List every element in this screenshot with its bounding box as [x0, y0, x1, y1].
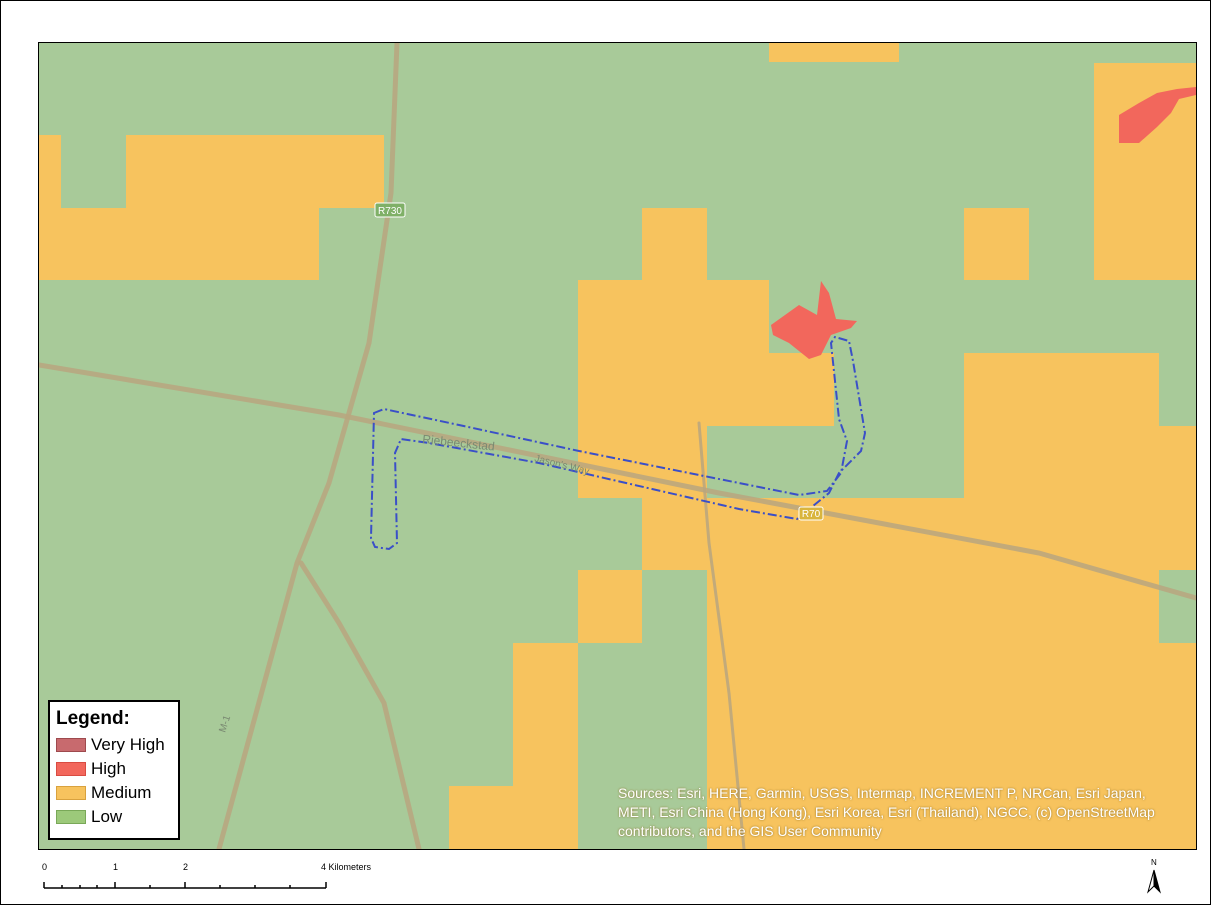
high-risk-areas: [771, 87, 1196, 359]
legend-label-very-high: Very High: [91, 735, 165, 754]
scale-bar-graphic: [43, 882, 327, 889]
medium-zone-north-strip: [769, 43, 899, 62]
scale-tick-1: 1: [113, 862, 119, 872]
road-north-south-east: [697, 421, 746, 849]
map-legend: Legend: Very High High Medium Low: [48, 700, 180, 840]
north-arrow-icon: [1147, 869, 1161, 894]
legend-item-medium: Medium: [56, 781, 178, 805]
medium-zone-east: [449, 63, 1196, 849]
legend-label-low: Low: [91, 807, 123, 826]
road-label-m1: M-1: [217, 714, 233, 734]
north-arrow: N: [1146, 858, 1166, 898]
high-zone-center: [771, 281, 857, 359]
r70-label: R70: [802, 509, 821, 520]
legend-item-high: High: [56, 757, 178, 781]
scale-bar: 0 1 2 4 Kilometers: [40, 862, 380, 902]
legend-swatch-medium: [56, 786, 86, 800]
road-r70: [39, 362, 1196, 601]
scale-tick-0: 0: [42, 862, 48, 872]
map-canvas: R730 R70 Riebeeckstad Jason's Way M-1: [39, 43, 1196, 849]
scale-tick-4: 4 Kilometers: [321, 862, 372, 872]
medium-zone-south: [707, 498, 1097, 713]
medium-zone-northwest: [39, 135, 384, 280]
r730-shield: [374, 202, 406, 218]
r730-label: R730: [378, 206, 402, 217]
legend-label-high: High: [91, 759, 126, 778]
legend-swatch-high: [56, 762, 86, 776]
high-zone-northeast: [1119, 87, 1196, 143]
legend-label-medium: Medium: [91, 783, 152, 802]
medium-zone-southeast: [769, 713, 1029, 849]
map-view[interactable]: R730 R70 Riebeeckstad Jason's Way M-1 So…: [38, 42, 1197, 850]
map-attribution: Sources: Esri, HERE, Garmin, USGS, Inter…: [618, 785, 1155, 839]
road-network: [39, 43, 1196, 849]
r70-shield: [798, 506, 824, 521]
legend-swatch-very-high: [56, 738, 86, 752]
legend-title: Legend:: [56, 708, 130, 729]
north-label: N: [1151, 858, 1157, 867]
legend-item-very-high: Very High: [56, 733, 178, 757]
legend-swatch-low: [56, 810, 86, 824]
project-route-outline: [369, 335, 867, 551]
scale-tick-2: 2: [183, 862, 189, 872]
legend-item-low: Low: [56, 805, 178, 829]
road-r730-south: [298, 560, 422, 849]
road-m1-north: [216, 43, 400, 849]
medium-risk-areas: [39, 43, 1196, 849]
